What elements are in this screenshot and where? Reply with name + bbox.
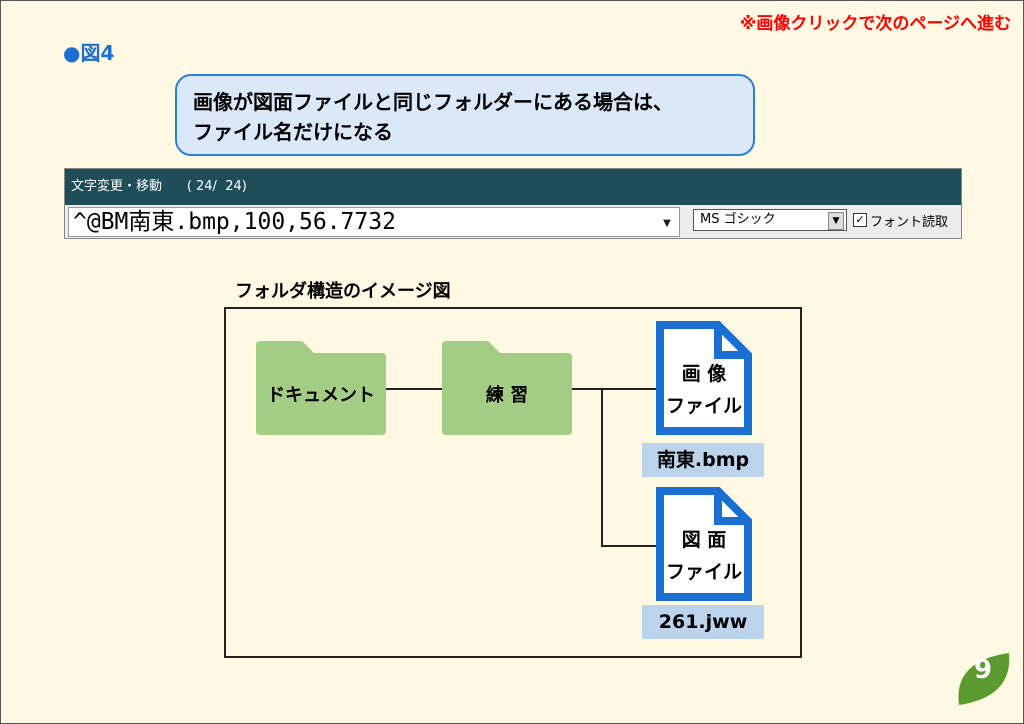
leaf-icon [958,653,1010,705]
toolbar-counter: ( 24/ 24) [186,179,247,194]
drawing-file-line1: 図 面 [681,529,727,551]
figure-label: ●図4 [63,41,115,65]
font-select-value: MS ゴシック [700,212,776,227]
document-icon [656,487,752,601]
document-icon [656,321,752,435]
page-number-badge: 9 [951,647,1015,711]
font-read-checkbox[interactable]: ✓ [853,213,867,227]
callout-line-2: ファイル名だけになる [193,120,393,144]
toolbar-title-bar: 文字変更・移動 ( 24/ 24) [65,169,961,205]
connector-line [572,388,656,390]
folder-structure-diagram: ドキュメント 練 習 画 像 ファイル 南東.bmp [224,307,802,658]
font-read-label: フォント読取 [870,215,949,230]
drawing-file: 図 面 ファイル [654,485,754,603]
image-file-line1: 画 像 [681,363,727,385]
image-file-name: 南東.bmp [642,443,764,477]
page-number: 9 [973,655,993,685]
image-file-line2: ファイル [665,395,742,417]
image-file: 画 像 ファイル [654,319,754,437]
text-value-input[interactable]: ^@BM南東.bmp,100,56.7732 [68,207,680,237]
text-edit-toolbar: 文字変更・移動 ( 24/ 24) ^@BM南東.bmp,100,56.7732… [64,168,962,239]
connector-line [601,545,656,547]
callout-line-1: 画像が図面ファイルと同じフォルダーにある場合は、 [193,90,673,114]
connector-line [386,388,442,390]
diagram-title: フォルダ構造のイメージ図 [235,281,451,302]
folder-documents-label: ドキュメント [267,385,375,406]
folder-practice: 練 習 [442,337,572,437]
folder-practice-label: 練 習 [485,385,529,406]
explanation-callout: 画像が図面ファイルと同じフォルダーにある場合は、 ファイル名だけになる [175,74,755,156]
connector-line [601,388,603,546]
drawing-file-name: 261.jww [642,605,764,639]
folder-icon [256,341,386,435]
drawing-file-line2: ファイル [665,561,742,583]
folder-icon [442,341,572,435]
chevron-down-icon[interactable]: ▼ [828,212,844,230]
font-select[interactable]: MS ゴシック ▼ [693,209,847,231]
toolbar-title: 文字変更・移動 [71,179,163,194]
text-history-dropdown-icon[interactable]: ▼ [663,218,671,229]
next-page-hint[interactable]: ※画像クリックで次のページへ進む [739,14,1011,34]
folder-documents: ドキュメント [256,337,386,437]
